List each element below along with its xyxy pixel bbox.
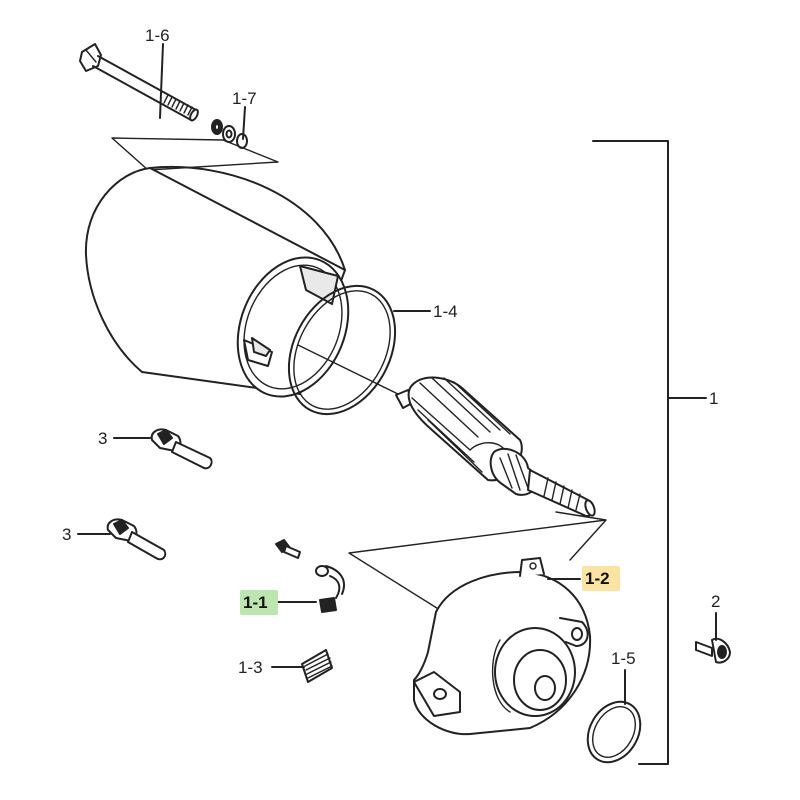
label-1-2[interactable]: 1-2 [585, 569, 610, 588]
label-1-7[interactable]: 1-7 [232, 89, 257, 108]
flange-bolt-upper-part[interactable] [150, 428, 213, 470]
label-1-3[interactable]: 1-3 [238, 658, 263, 677]
brush-terminal-part[interactable] [315, 565, 345, 613]
brush-screw-part[interactable] [275, 539, 301, 559]
guide-line-top [111, 137, 279, 171]
label-2[interactable]: 2 [711, 592, 720, 611]
housing-oring-part[interactable] [268, 267, 417, 432]
brush-spring-part[interactable] [301, 649, 333, 683]
through-bolt-part[interactable] [79, 43, 199, 122]
rear-cover-part[interactable] [413, 557, 592, 736]
highlight-1-2 [582, 566, 620, 591]
highlight-1-1 [240, 590, 278, 615]
guide-line-bottom [348, 511, 607, 611]
leader-1-6 [159, 43, 164, 119]
leader-1-7 [242, 106, 246, 140]
small-bolt-part[interactable] [695, 637, 731, 664]
label-3-lower[interactable]: 3 [62, 525, 71, 544]
washer-set-part[interactable] [211, 119, 248, 149]
motor-housing-part[interactable] [84, 166, 368, 413]
label-1-6[interactable]: 1-6 [145, 26, 170, 45]
assembly-bracket [592, 140, 669, 765]
flange-bolt-lower-part[interactable] [106, 518, 167, 561]
label-1-4[interactable]: 1-4 [433, 302, 458, 321]
label-1-5[interactable]: 1-5 [611, 649, 636, 668]
label-1-1[interactable]: 1-1 [243, 593, 268, 612]
label-1[interactable]: 1 [709, 389, 718, 408]
label-3-upper[interactable]: 3 [98, 429, 107, 448]
cover-oring-part[interactable] [577, 692, 651, 771]
armature-part[interactable] [297, 344, 596, 517]
